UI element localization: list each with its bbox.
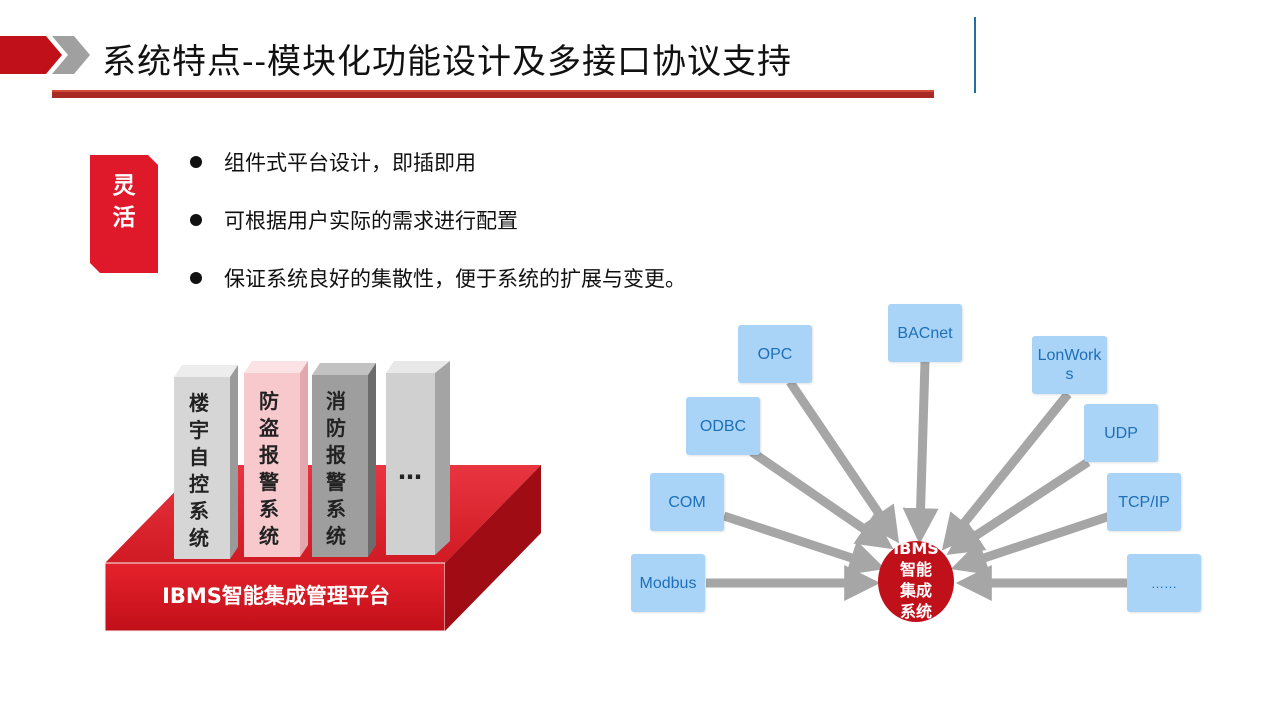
bullet-dot-icon xyxy=(190,156,202,168)
column-label: 防 盗 报 警 系 统 xyxy=(259,389,279,548)
protocol-box-odbc: ODBC xyxy=(686,397,760,455)
platform-front xyxy=(104,562,446,632)
bullet-dot-icon xyxy=(190,272,202,284)
column-fire-alarm xyxy=(312,363,376,557)
bullet-dot-icon xyxy=(190,214,202,226)
arrow-udp xyxy=(946,458,1091,555)
protocol-box-lonworks: LonWorks xyxy=(1032,336,1107,394)
platform-base-label: IBMS智能集成管理平台 xyxy=(162,584,390,608)
arrow-odbc xyxy=(749,448,894,550)
column-label: 楼 宇 自 控 系 统 xyxy=(189,391,209,550)
protocol-box-opc: OPC xyxy=(738,325,812,383)
arrow-com xyxy=(722,511,886,575)
flexible-tag-label: 灵 活 xyxy=(112,173,136,231)
bullet-item-1: 组件式平台设计，即插即用 xyxy=(190,147,476,177)
bullet-text: 组件式平台设计，即插即用 xyxy=(224,151,476,175)
protocol-arrows xyxy=(706,361,1128,601)
ibms-center-node: IBMS 智能 集成 系统 xyxy=(878,541,954,622)
protocol-box-udp: UDP xyxy=(1084,404,1158,462)
arrow-lonworks xyxy=(941,391,1072,551)
flexible-tag-shape xyxy=(90,155,158,273)
protocol-box-bacnet: BACnet xyxy=(888,304,962,362)
protocol-box-modbus: Modbus xyxy=(631,554,705,612)
arrow-bacnet xyxy=(902,361,939,545)
column-building-control xyxy=(174,365,238,559)
ibms-center-label: IBMS 智能 集成 系统 xyxy=(893,541,939,621)
column-more xyxy=(386,361,450,555)
protocol-box-tcpip: TCP/IP xyxy=(1107,473,1181,531)
protocol-box-com: COM xyxy=(650,473,724,531)
bullet-item-2: 可根据用户实际的需求进行配置 xyxy=(190,205,518,235)
column-security-alarm xyxy=(244,361,308,557)
header-chevron-icon xyxy=(0,36,90,74)
header-divider xyxy=(974,17,976,93)
page-title: 系统特点--模块化功能设计及多接口协议支持 xyxy=(102,42,792,82)
arrow-tcpip xyxy=(950,511,1112,575)
platform-side xyxy=(445,465,541,631)
arrow-opc xyxy=(786,379,900,544)
title-underline xyxy=(52,90,934,98)
bullet-text: 保证系统良好的集散性，便于系统的扩展与变更。 xyxy=(224,267,686,291)
bullet-item-3: 保证系统良好的集散性，便于系统的扩展与变更。 xyxy=(190,263,686,293)
protocol-box-more: …… xyxy=(1127,554,1201,612)
column-label: 消 防 报 警 系 统 xyxy=(326,389,346,548)
bullet-text: 可根据用户实际的需求进行配置 xyxy=(224,209,518,233)
column-label: … xyxy=(398,457,422,485)
platform-illustration xyxy=(104,361,541,632)
